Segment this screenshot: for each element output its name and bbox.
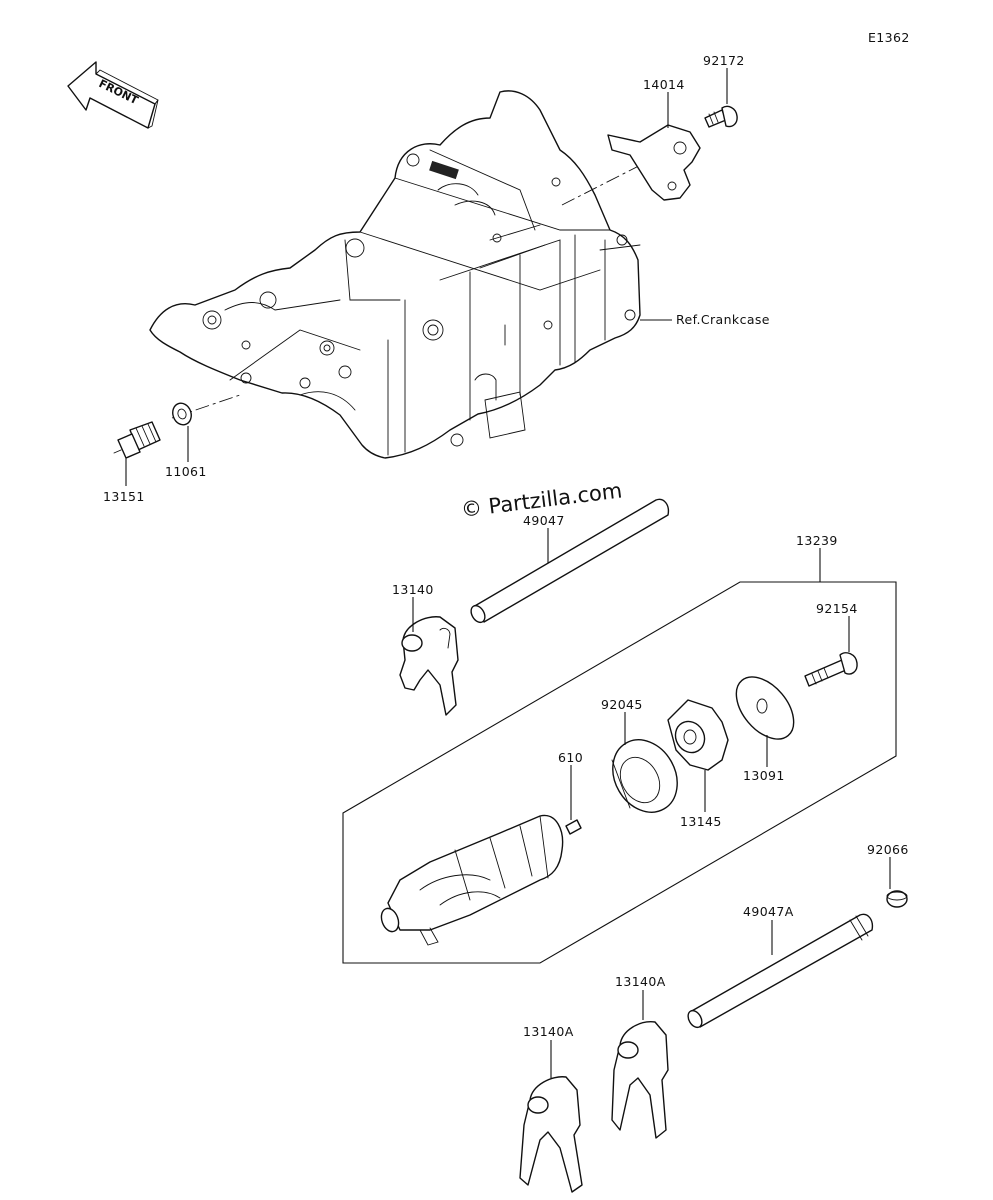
label-14014: 14014 [643,77,685,92]
label-13151: 13151 [103,489,145,504]
drum-assembly-frame [342,581,897,964]
shift-fork-13140A-right [611,1021,669,1139]
bearing-92045 [611,739,678,813]
label-13145: 13145 [680,814,722,829]
cap-92066 [886,890,908,908]
pin-610 [565,819,582,835]
label-92172: 92172 [703,53,745,68]
label-11061: 11061 [165,464,207,479]
diagram-code: E1362 [868,30,910,45]
shift-drum [380,814,564,946]
label-13140A-right: 13140A [615,974,666,989]
label-13239: 13239 [796,533,838,548]
front-arrow-icon: FRONT [67,61,159,129]
shift-rod-49047A [687,913,874,1029]
label-13140A-left: 13140A [523,1024,574,1039]
pin-holder-13145 [667,699,729,771]
label-610: 610 [558,750,583,765]
label-92154: 92154 [816,601,858,616]
label-13091: 13091 [743,768,785,783]
crankcase [149,90,681,459]
shift-fork-13140 [399,616,459,716]
label-49047: 49047 [523,513,565,528]
shift-rod-49047 [470,498,670,624]
bolt-92154 [804,652,858,687]
washer-11061 [172,402,192,426]
leader-lines [125,68,891,1078]
shift-fork-13140A-left [519,1076,583,1193]
label-49047A: 49047A [743,904,794,919]
shift-drum-stopper-bracket [607,124,701,201]
label-13140: 13140 [392,582,434,597]
label-92045: 92045 [601,697,643,712]
bolt-92172 [704,105,738,128]
plate-13091 [735,676,795,740]
label-ref-crankcase: Ref.Crankcase [676,312,770,327]
part-labels: 92172 14014 Ref.Crankcase 11061 13151 49… [103,53,909,1039]
neutral-switch-13151 [113,421,161,459]
label-92066: 92066 [867,842,909,857]
